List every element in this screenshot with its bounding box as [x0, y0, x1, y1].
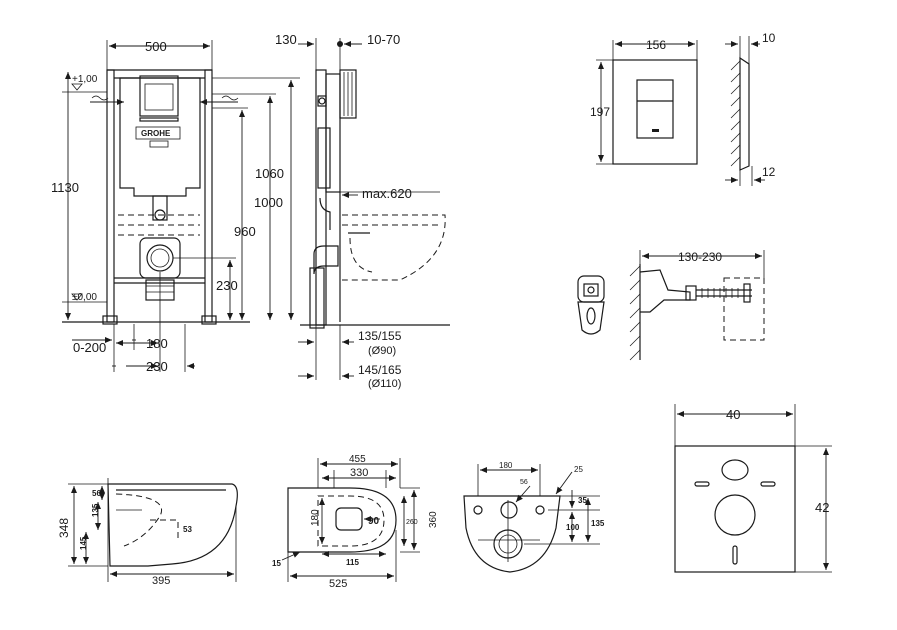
- dim-bowl-56: 56: [92, 489, 101, 498]
- dim-bowl-53: 53: [183, 525, 192, 534]
- dim-dia-110: (Ø110): [368, 378, 401, 390]
- dim-top-115: 115: [346, 558, 359, 567]
- dim-bowl-145: 145: [79, 536, 88, 550]
- dim-pad-width: 40: [726, 407, 740, 422]
- bowl-back-view: 180 56 25 35 100 135: [463, 461, 605, 573]
- dim-top-90: 90: [368, 516, 380, 527]
- grohe-logo-text: GROHE: [141, 129, 171, 138]
- dim-bracket-range: 130-230: [678, 250, 722, 264]
- dim-top-180: 180: [310, 509, 321, 526]
- dim-height-1000: 1000: [254, 195, 283, 210]
- dim-plate-height: 197: [590, 105, 610, 119]
- dim-bottom-0-200: 0-200: [73, 340, 106, 355]
- dim-145-165: 145/165: [358, 363, 402, 377]
- dim-back-56: 56: [520, 479, 528, 486]
- frame-front-view: 500 GROHE: [51, 39, 300, 374]
- dim-135-155: 135/155: [358, 329, 402, 343]
- dim-top-330: 330: [350, 467, 368, 479]
- dim-top-360: 360: [428, 511, 439, 528]
- dim-back-35: 35: [578, 496, 587, 505]
- bowl-top-view: 455 330 360 260 180 90 115 15 525: [272, 454, 439, 590]
- dim-top-455: 455: [349, 454, 366, 465]
- dim-frame-width: 500: [145, 39, 167, 54]
- dim-bottom-180: 180: [146, 336, 168, 351]
- dim-back-25: 25: [574, 465, 583, 474]
- dim-back-135: 135: [591, 519, 605, 528]
- dim-height-1130: 1130: [51, 180, 79, 195]
- dim-bottom-230: 230: [146, 359, 168, 374]
- dim-back-180: 180: [499, 461, 513, 470]
- level-bottom-mark: ±0,00: [72, 292, 97, 303]
- wall-bracket-view: 130-230: [577, 250, 765, 361]
- dim-height-960: 960: [234, 224, 256, 239]
- sound-pad-view: 40 42: [674, 404, 832, 573]
- dim-plate-depth-top: 10: [762, 31, 776, 45]
- dim-height-1060: 1060: [255, 166, 284, 181]
- flush-plate-view: 156 197 10 12: [590, 31, 776, 186]
- dim-bowl-135: 135: [91, 503, 100, 517]
- dim-depth-130: 130: [275, 32, 297, 47]
- dim-top-525: 525: [329, 578, 347, 590]
- dim-depth-10-70: 10-70: [367, 32, 400, 47]
- dim-pad-height: 42: [815, 500, 829, 515]
- dim-dia-90: (Ø90): [368, 345, 396, 357]
- dim-plate-width: 156: [646, 38, 666, 52]
- dim-height-230: 230: [216, 278, 238, 293]
- bowl-side-view: 348 145 135 56 53 395: [57, 478, 238, 587]
- level-top-mark: +1,00: [72, 74, 98, 85]
- frame-side-view: 130 10-70 max.620: [275, 32, 450, 390]
- dim-bowl-height: 348: [57, 518, 71, 538]
- dim-top-260: 260: [406, 519, 418, 526]
- dim-bowl-length: 395: [152, 575, 170, 587]
- dim-back-100: 100: [566, 523, 580, 532]
- dim-max-620: max.620: [362, 186, 412, 201]
- dim-plate-depth-bottom: 12: [762, 165, 776, 179]
- dim-top-15: 15: [272, 559, 281, 568]
